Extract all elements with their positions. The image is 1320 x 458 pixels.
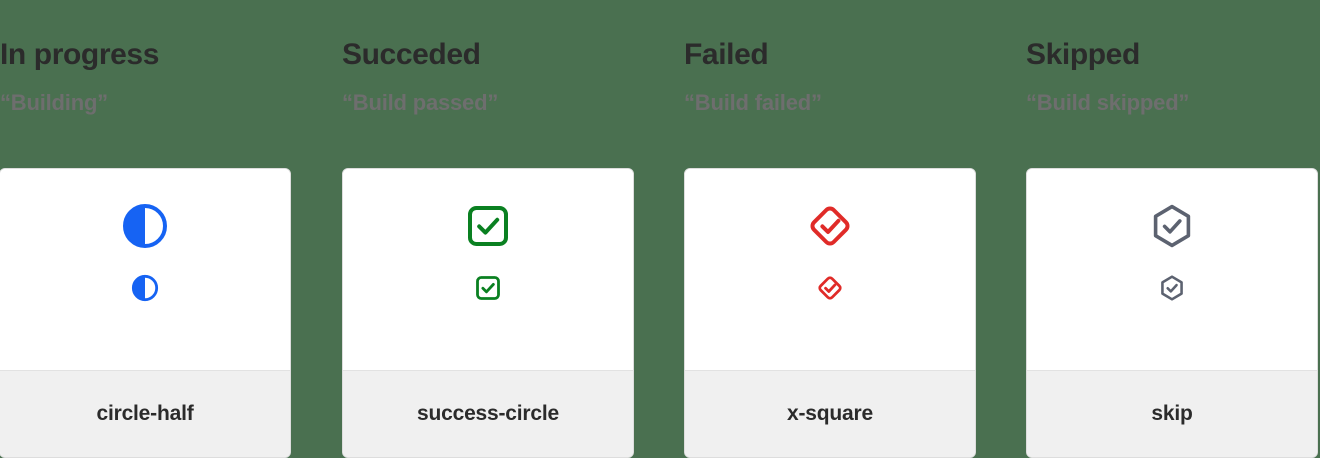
status-title-skipped: Skipped xyxy=(1026,38,1140,71)
status-subtitle-failed: “Build failed” xyxy=(684,90,822,115)
icon-preview-circle-half xyxy=(0,169,290,370)
icon-card-circle-half[interactable]: circle-half xyxy=(0,168,291,458)
icon-name-label-x-square: x-square xyxy=(787,402,873,425)
icon-name-label-circle-half: circle-half xyxy=(96,402,194,425)
status-headings-row: In progress “Building” Succeded “Build p… xyxy=(0,0,1320,168)
status-heading-succeded: Succeded “Build passed” xyxy=(342,0,634,168)
success-circle-icon-small xyxy=(476,276,500,300)
icon-name-label-success-circle: success-circle xyxy=(417,402,559,425)
success-circle-icon xyxy=(468,206,508,246)
icon-preview-success-circle xyxy=(343,169,633,370)
status-heading-in-progress: In progress “Building” xyxy=(0,0,292,168)
status-title-in-progress: In progress xyxy=(0,38,159,71)
circle-half-icon-small xyxy=(131,274,159,302)
status-title-succeded: Succeded xyxy=(342,38,481,71)
x-square-icon xyxy=(810,206,850,246)
icon-footer-x-square: x-square xyxy=(685,370,975,457)
icon-footer-circle-half: circle-half xyxy=(0,370,290,457)
status-subtitle-succeded: “Build passed” xyxy=(342,90,499,115)
status-title-failed: Failed xyxy=(684,38,769,71)
x-square-icon-small xyxy=(818,276,842,300)
skip-icon-small xyxy=(1161,275,1183,301)
icon-footer-skip: skip xyxy=(1027,370,1317,457)
icon-preview-skip xyxy=(1027,169,1317,370)
icon-name-label-skip: skip xyxy=(1151,402,1193,425)
icon-preview-x-square xyxy=(685,169,975,370)
icon-card-success-circle[interactable]: success-circle xyxy=(342,168,634,458)
icon-card-skip[interactable]: skip xyxy=(1026,168,1318,458)
circle-half-icon xyxy=(123,204,167,248)
status-subtitle-in-progress: “Building” xyxy=(0,90,108,115)
skip-icon xyxy=(1153,204,1191,248)
status-subtitle-skipped: “Build skipped” xyxy=(1026,90,1190,115)
icon-footer-success-circle: success-circle xyxy=(343,370,633,457)
status-heading-failed: Failed “Build failed” xyxy=(684,0,976,168)
icon-card-x-square[interactable]: x-square xyxy=(684,168,976,458)
status-heading-skipped: Skipped “Build skipped” xyxy=(1026,0,1318,168)
